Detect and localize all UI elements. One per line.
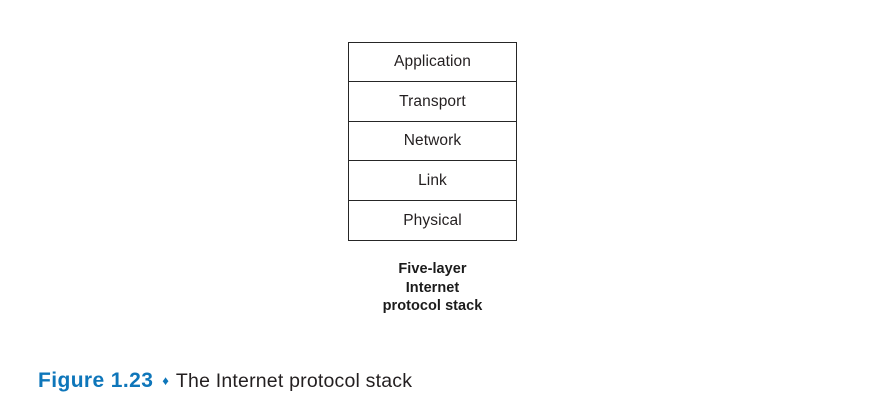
stack-layer-link: Link (349, 161, 516, 201)
stack-layer-transport: Transport (349, 82, 516, 122)
stack-caption-line-1: Five-layer (398, 261, 467, 277)
stack-caption-line-3: protocol stack (382, 298, 483, 314)
figure-area: Application Transport Network Link Physi… (348, 42, 517, 316)
stack-layer-physical: Physical (349, 201, 516, 240)
stack-layer-label: Link (418, 171, 447, 189)
figure-caption-text: The Internet protocol stack (175, 370, 413, 392)
stack-layer-label: Application (394, 53, 471, 71)
stack-layer-network: Network (349, 122, 516, 162)
stack-layer-label: Network (403, 132, 462, 150)
stack-caption: Five-layer Internet protocol stack (348, 260, 517, 316)
figure-number: Figure 1.23 (38, 369, 154, 392)
diamond-icon: ♦ (162, 373, 169, 388)
stack-layer-label: Physical (403, 211, 462, 229)
stack-layer-label: Transport (399, 92, 466, 110)
protocol-stack-diagram: Application Transport Network Link Physi… (348, 42, 517, 241)
stack-caption-line-2: Internet (405, 279, 460, 296)
stack-layer-application: Application (349, 43, 516, 83)
figure-caption: Figure 1.23 ♦ The Internet protocol stac… (38, 369, 412, 393)
